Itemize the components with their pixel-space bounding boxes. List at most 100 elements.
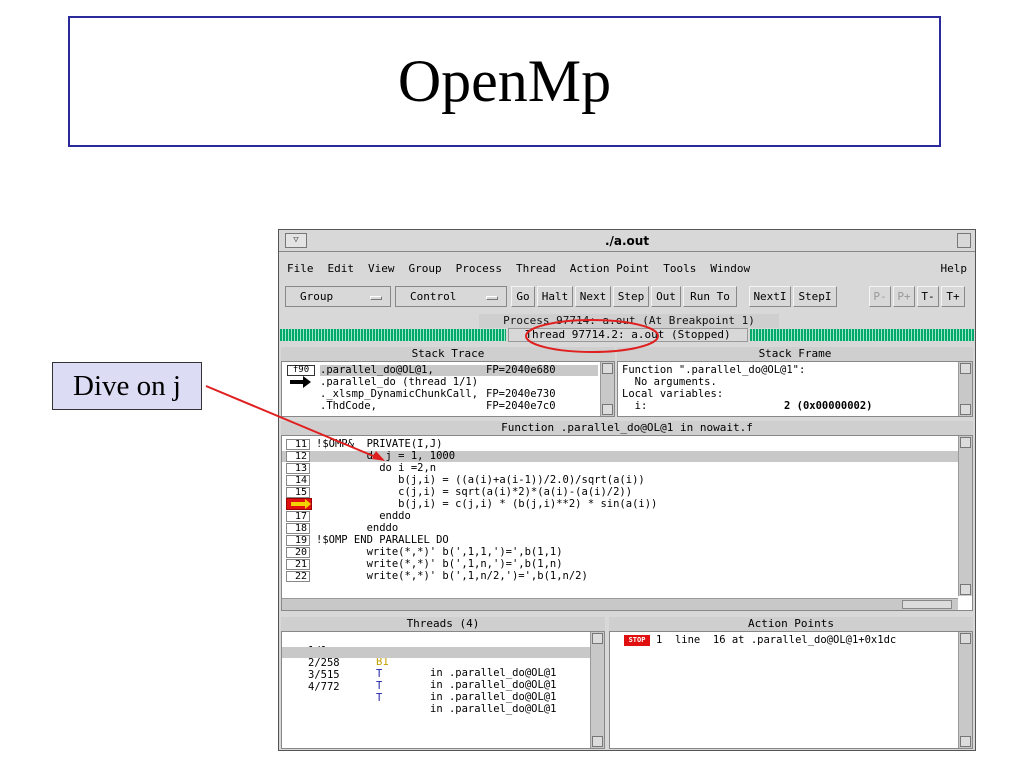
source-line-18[interactable]: enddo xyxy=(316,522,399,534)
window-menu-icon[interactable]: ▽ xyxy=(285,233,307,248)
source-line-15[interactable]: c(j,i) = sqrt(a(i)*2)*(a(i)-(a(i)/2)) xyxy=(316,486,633,498)
source-line-22[interactable]: write(*,*)' b(',1,n/2,')=',b(1,n/2) xyxy=(316,570,588,582)
window-titlebar: ▽ ./a.out xyxy=(279,230,975,252)
source-line-14[interactable]: b(j,i) = ((a(i)+a(i-1))/2.0)/sqrt(a(i)) xyxy=(316,474,645,486)
source-line-20[interactable]: write(*,*)' b(',1,1,')=',b(1,1) xyxy=(316,546,563,558)
action-points-pane: STOP 1 line 16 at .parallel_do@OL@1+0x1d… xyxy=(609,631,973,749)
line-number[interactable]: 14 xyxy=(286,475,310,486)
thread-state: T xyxy=(376,668,383,680)
run-to-button[interactable]: Run To xyxy=(683,286,737,307)
stepi-button[interactable]: StepI xyxy=(793,286,837,307)
step-button[interactable]: Step xyxy=(613,286,649,307)
thread-row[interactable]: 2/258 T in .parallel_do@OL@1 xyxy=(282,647,590,691)
menu-window[interactable]: Window xyxy=(710,262,751,275)
prev-thread-button[interactable]: T- xyxy=(917,286,939,307)
local-var-name: i: xyxy=(622,400,648,412)
thread-status: Thread 97714.2: a.out (Stopped) xyxy=(508,328,748,342)
thread-location: in .parallel_do@OL@1 xyxy=(430,691,557,703)
stack-frame-line: Local variables: xyxy=(622,388,724,400)
process-status: Process 97714: a.out (At Breakpoint 1) xyxy=(479,314,779,328)
thread-status-stripe-right xyxy=(750,329,974,341)
menu-help[interactable]: Help xyxy=(940,262,968,275)
thread-row[interactable]: 3/515 T in .parallel_do@OL@1 xyxy=(282,659,590,703)
action-point-entry[interactable]: 1 line 16 at .parallel_do@OL@1+0x1dc xyxy=(656,634,897,646)
menu-file[interactable]: File xyxy=(287,262,314,275)
stack-frame-header: Stack Frame xyxy=(617,347,973,361)
stack-trace-scrollbar[interactable] xyxy=(600,362,614,416)
line-number[interactable]: 17 xyxy=(286,511,310,522)
threads-header: Threads (4) xyxy=(281,617,605,631)
callout-arrowhead xyxy=(372,451,385,461)
menu-action-point[interactable]: Action Point xyxy=(569,262,650,275)
line-number[interactable]: 18 xyxy=(286,523,310,534)
source-pane: !$OMP& PRIVATE(I,J) do j = 1, 1000 do i … xyxy=(281,435,973,611)
callout-box: Dive on j xyxy=(52,362,202,410)
line-number[interactable]: 11 xyxy=(286,439,310,450)
pc-breakpoint-arrow-icon[interactable] xyxy=(286,498,312,510)
halt-button[interactable]: Halt xyxy=(537,286,573,307)
source-line-13[interactable]: do i =2,n xyxy=(316,462,437,474)
stack-frame-scrollbar[interactable] xyxy=(958,362,972,416)
stack-trace-row[interactable]: .parallel_do@OL@1, FP=2040e680 xyxy=(320,365,598,376)
next-thread-button[interactable]: T+ xyxy=(941,286,965,307)
frame-name: .parallel_do@OL@1, xyxy=(320,364,434,376)
source-line-17[interactable]: enddo xyxy=(316,510,411,522)
line-number[interactable]: 13 xyxy=(286,463,310,474)
go-button[interactable]: Go xyxy=(511,286,535,307)
thread-status-stripe-left xyxy=(280,329,506,341)
menu-tools[interactable]: Tools xyxy=(663,262,697,275)
next-button[interactable]: Next xyxy=(575,286,611,307)
thread-row[interactable]: 4/772 T in .parallel_do@OL@1 xyxy=(282,671,590,715)
toolbar: Group Control Go Halt Next Step Out Run … xyxy=(283,283,973,309)
hscroll-thumb[interactable] xyxy=(902,600,952,609)
source-line-11[interactable]: !$OMP& PRIVATE(I,J) xyxy=(316,438,443,450)
local-var-value[interactable]: 2 (0x00000002) xyxy=(784,400,873,412)
nexti-button[interactable]: NextI xyxy=(749,286,791,307)
slide-title: OpenMp xyxy=(397,48,612,114)
callout-pointer-line xyxy=(205,385,379,459)
thread-id: 2/258 xyxy=(308,657,340,669)
window-resize-icon[interactable] xyxy=(957,233,971,248)
line-number[interactable]: 12 xyxy=(286,451,310,462)
source-hscrollbar[interactable] xyxy=(282,598,958,610)
option-mark-icon xyxy=(370,296,382,300)
stop-badge-icon[interactable]: STOP xyxy=(624,635,650,646)
thread-location: in .parallel_do@OL@1 xyxy=(430,667,557,679)
thread-highlight-ellipse xyxy=(525,319,659,353)
stack-trace-header: Stack Trace xyxy=(281,347,615,361)
line-number[interactable]: 15 xyxy=(286,487,310,498)
threads-scrollbar[interactable] xyxy=(590,632,604,748)
source-vscrollbar[interactable] xyxy=(958,436,972,596)
line-number[interactable]: 22 xyxy=(286,571,310,582)
frame-pointer: FP=2040e7c0 xyxy=(486,400,556,412)
action-points-scrollbar[interactable] xyxy=(958,632,972,748)
menu-edit[interactable]: Edit xyxy=(327,262,355,275)
out-button[interactable]: Out xyxy=(651,286,681,307)
frame-name: .parallel_do (thread 1/1) xyxy=(320,376,479,388)
frame-name: ._xlsmp_DynamicChunkCall, xyxy=(320,388,479,400)
thread-state: T xyxy=(376,680,383,692)
line-number[interactable]: 21 xyxy=(286,559,310,570)
control-select[interactable]: Control xyxy=(395,286,507,307)
stack-trace-row[interactable]: .parallel_do (thread 1/1) xyxy=(320,377,598,388)
menu-thread[interactable]: Thread xyxy=(515,262,556,275)
menu-view[interactable]: View xyxy=(368,262,395,275)
menu-process[interactable]: Process xyxy=(455,262,502,275)
source-line-19[interactable]: !$OMP END PARALLEL DO xyxy=(316,534,449,546)
window-title: ./a.out xyxy=(604,234,650,248)
line-number[interactable]: 19 xyxy=(286,535,310,546)
stack-trace-row[interactable]: .ThdCode,FP=2040e7c0 xyxy=(320,401,598,412)
stack-frame-pane: Function ".parallel_do@OL@1": No argumen… xyxy=(617,361,973,417)
next-process-button[interactable]: P+ xyxy=(893,286,915,307)
menu-group[interactable]: Group xyxy=(408,262,442,275)
prev-process-button[interactable]: P- xyxy=(869,286,891,307)
thread-state: B1 xyxy=(376,656,389,668)
thread-status-bar: Thread 97714.2: a.out (Stopped) xyxy=(280,328,975,342)
source-line-16[interactable]: b(j,i) = c(j,i) * (b(j,i)**2) * sin(a(i)… xyxy=(316,498,658,510)
source-line-21[interactable]: write(*,*)' b(',1,n,')=',b(1,n) xyxy=(316,558,563,570)
group-select[interactable]: Group xyxy=(285,286,391,307)
line-number[interactable]: 20 xyxy=(286,547,310,558)
frame-pointer: FP=2040e680 xyxy=(486,364,556,376)
stack-trace-row[interactable]: ._xlsmp_DynamicChunkCall,FP=2040e730 xyxy=(320,389,598,400)
